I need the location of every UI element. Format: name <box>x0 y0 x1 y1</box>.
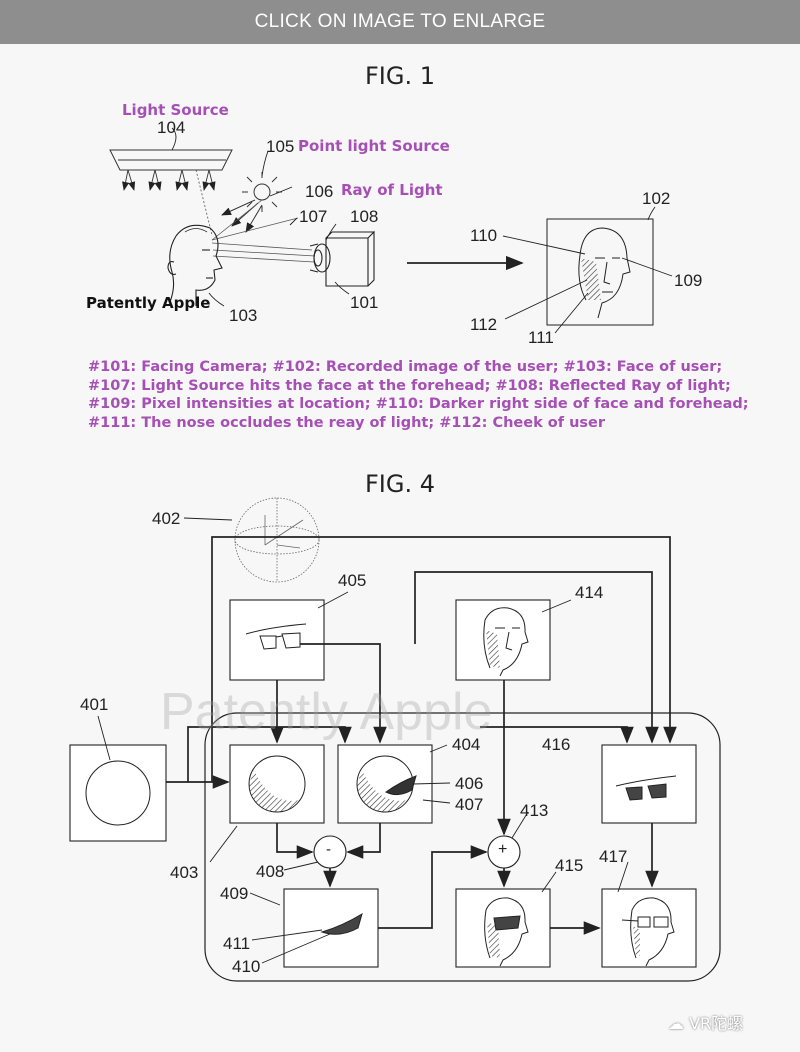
light-source-label: Light Source <box>122 101 229 119</box>
ref-402: 402 <box>152 509 181 528</box>
ref-112: 112 <box>470 315 498 334</box>
ref-413: 413 <box>520 801 549 820</box>
ref-407: 407 <box>455 795 484 814</box>
ref-107: 107 <box>299 207 328 226</box>
fig4-leaders <box>97 517 629 964</box>
ref-101: 101 <box>350 293 379 312</box>
ref-406: 406 <box>455 774 484 793</box>
ref-403: 403 <box>170 863 199 882</box>
fig4-title: FIG. 4 <box>364 470 435 498</box>
ref-103: 103 <box>229 306 258 325</box>
ref-409: 409 <box>220 884 249 903</box>
wechat-icon: ☁ <box>668 1014 684 1033</box>
ref-415: 415 <box>555 856 584 875</box>
fig4-ops <box>313 835 521 869</box>
ref-416: 416 <box>542 735 571 754</box>
fig1-title: FIG. 1 <box>364 62 435 90</box>
ray-of-light-label: Ray of Light <box>341 181 443 199</box>
ref-110: 110 <box>470 226 498 245</box>
point-light-sun <box>221 172 282 233</box>
enlarge-banner[interactable]: CLICK ON IMAGE TO ENLARGE <box>0 0 800 44</box>
legend-line: #111: The nose occludes the reay of ligh… <box>88 414 606 431</box>
fig1-legend: #101: Facing Camera; #102: Recorded imag… <box>88 358 788 432</box>
add-operator: + <box>498 841 508 858</box>
legend-line: #107: Light Source hits the face at the … <box>88 377 731 394</box>
fig4-frame <box>204 712 721 982</box>
ref-404: 404 <box>452 735 481 754</box>
ref-111: 111 <box>528 328 554 347</box>
ref-105: 105 <box>266 137 295 156</box>
ref-411: 411 <box>223 934 251 953</box>
ref-414: 414 <box>575 583 604 602</box>
ref-401: 401 <box>80 695 109 714</box>
clock-402 <box>234 497 320 583</box>
patently-apple-watermark: Patently Apple <box>160 683 493 741</box>
fig4-contents <box>85 607 677 967</box>
ref-408: 408 <box>256 862 285 881</box>
subtract-operator: - <box>326 841 331 858</box>
fig1-head-103 <box>167 224 223 306</box>
legend-line: #109: Pixel intensities at location; #11… <box>88 396 749 412</box>
fig1-rays <box>195 169 316 263</box>
ref-405: 405 <box>338 571 367 590</box>
fig4-connectors <box>166 536 677 935</box>
ref-108: 108 <box>350 207 379 226</box>
point-light-source-label: Point light Source <box>298 137 450 155</box>
wechat-watermark: ☁ VR陀螺 <box>668 1010 743 1034</box>
ref-102: 102 <box>642 189 671 208</box>
recorded-image-102 <box>546 218 654 326</box>
ref-410: 410 <box>232 957 261 976</box>
fig4-boxes <box>69 599 697 968</box>
fig1-leaders <box>171 127 673 334</box>
wechat-label: VR陀螺 <box>689 1014 744 1033</box>
ref-417: 417 <box>599 847 628 866</box>
light-panel <box>109 149 233 191</box>
patently-apple-label: Patently Apple <box>86 294 211 312</box>
legend-line: #101: Facing Camera; #102: Recorded imag… <box>88 359 723 375</box>
ref-106: 106 <box>305 182 334 201</box>
ref-109: 109 <box>674 271 703 290</box>
fig1-camera-101 <box>309 230 375 287</box>
ref-104: 104 <box>157 118 186 137</box>
